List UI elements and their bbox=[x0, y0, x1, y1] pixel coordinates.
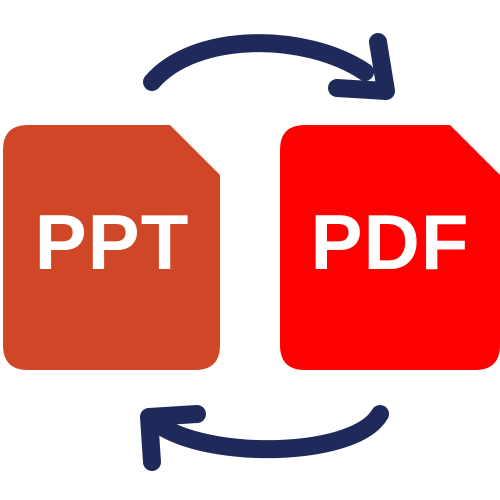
ppt-file-shape bbox=[3, 125, 220, 370]
top-arrow-curve bbox=[143, 34, 374, 91]
arrow-left-curved-icon bbox=[140, 405, 389, 471]
top-arrow-head bbox=[328, 33, 395, 100]
arrow-right-curved-icon bbox=[143, 33, 395, 100]
pdf-file-shape bbox=[280, 125, 500, 370]
ppt-file-label: PPT bbox=[35, 198, 190, 286]
ppt-file-icon: PPT bbox=[3, 125, 220, 370]
pdf-file-label: PDF bbox=[311, 198, 470, 286]
pdf-file-icon: PDF bbox=[280, 125, 500, 370]
bottom-arrow-curve bbox=[155, 405, 389, 459]
bottom-arrow-head bbox=[140, 405, 206, 471]
